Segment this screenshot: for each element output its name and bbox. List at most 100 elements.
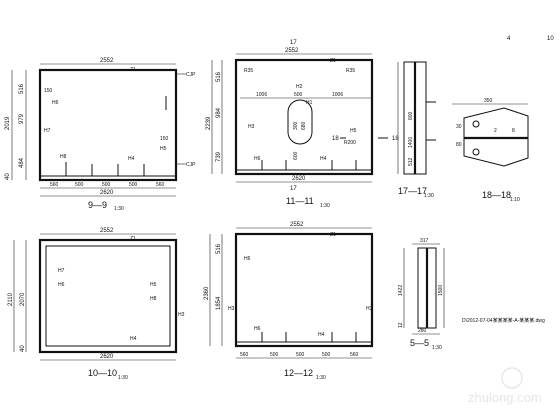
- v9-bot-4: 500: [129, 182, 138, 188]
- v11-h3: H3: [248, 124, 255, 130]
- v12-left-1: 516: [216, 243, 222, 254]
- zhulong-watermark: zhulong.com: [468, 367, 542, 405]
- v18-350: 350: [484, 98, 493, 104]
- v12-h6-a: H6: [244, 256, 251, 262]
- v5-scale: 1:30: [432, 345, 442, 351]
- v17-800: 800: [408, 111, 414, 120]
- v10-inner: [45, 245, 171, 347]
- v11-scale: 1:30: [320, 203, 330, 209]
- v11-outline: [234, 58, 374, 176]
- v11-r35-b: R35: [346, 68, 355, 74]
- sheet-number-a: 4: [507, 36, 511, 42]
- v11-h1: H1: [306, 100, 313, 106]
- v9-top-dim: 2552: [100, 58, 114, 64]
- v10-left-1: 2110: [8, 292, 14, 306]
- v10-h3: H3: [178, 312, 185, 318]
- v9-cjp-a: CJP: [186, 72, 196, 78]
- v9-150-b: 150: [160, 136, 169, 142]
- v12-bot-4: 500: [322, 352, 331, 358]
- v17-scale: 1:30: [424, 193, 434, 199]
- v17-512: 512: [408, 157, 414, 166]
- v9-left-dim-3: 2019: [5, 116, 11, 130]
- v11-cut-18-right: 18: [392, 136, 399, 142]
- v11-r35-a: R35: [244, 68, 253, 74]
- v10-title: 10—10: [88, 368, 117, 378]
- v9-150-a: 150: [44, 88, 53, 94]
- v12-h3-a: H3: [228, 306, 235, 312]
- section-5-5: 317 1422 1500 12 280 5—5 1:30: [398, 238, 445, 351]
- v10-scale: 1:30: [118, 375, 128, 381]
- v18-scale: 1:10: [510, 197, 520, 203]
- v11-h2: H2: [296, 84, 303, 90]
- v9-h5: H5: [160, 146, 167, 152]
- v10-left-2: 2070: [20, 292, 26, 306]
- v11-top-dim: 2552: [285, 48, 299, 54]
- v5-12: 12: [398, 322, 404, 328]
- v10-h5: H5: [150, 282, 157, 288]
- v18-2: 2: [494, 128, 497, 134]
- v12-title: 12—12: [284, 368, 313, 378]
- v12-left-3: 1854: [216, 296, 222, 310]
- v5-top: 317: [420, 238, 429, 244]
- v11-left-1: 516: [216, 71, 222, 82]
- v11-1006-a: 1006: [256, 92, 267, 98]
- v11-1006-b: 1006: [332, 92, 343, 98]
- section-11-11: 17 2552 Z1 R35 R35 516 2239 984 739 1006…: [206, 40, 399, 209]
- v12-bot-5: 560: [350, 352, 359, 358]
- v11-manhole-opening: [287, 99, 313, 145]
- v10-h7: H7: [58, 268, 65, 274]
- v5-title: 5—5: [410, 338, 429, 348]
- section-18-18: 350 30 80 2 8 18—18 1:10: [452, 98, 529, 203]
- v11-r200: R200: [344, 140, 356, 146]
- v9-cjp-b: CJP: [186, 162, 196, 168]
- section-12-12: 2552 Z1 516 2360 1854 H6 H3 H3 H6 H4 560…: [204, 222, 374, 381]
- section-10-10: 2552 Z1 2110 2070 40 H7 H6 H5 H8 H3 H4 2…: [8, 228, 185, 381]
- v9-bot-5: 560: [156, 182, 165, 188]
- v11-left-2: 2239: [206, 116, 212, 130]
- v18-plate: [463, 107, 529, 167]
- v10-bot-total: 2620: [100, 354, 114, 360]
- v9-title: 9—9: [88, 200, 107, 210]
- v9-h6: H6: [52, 100, 59, 106]
- section-17-17: 800 1400 512 17—17 1:30: [397, 61, 436, 199]
- v10-left-3: 40: [20, 345, 26, 352]
- v9-h4: H4: [128, 156, 135, 162]
- v11-left-4: 739: [216, 151, 222, 162]
- v11-bot-17: 17: [290, 186, 297, 192]
- v11-left-3: 984: [216, 107, 222, 118]
- v10-top-dim: 2552: [100, 228, 114, 234]
- v12-top-dim: 2552: [290, 222, 304, 228]
- v18-title: 18—18: [482, 190, 511, 200]
- v5-280: 280: [418, 328, 427, 334]
- v9-h8: H8: [60, 154, 67, 160]
- v11-title: 11—11: [286, 196, 314, 206]
- v18-30: 30: [456, 124, 462, 130]
- v11-500: 500: [294, 92, 303, 98]
- v10-h6: H6: [58, 282, 65, 288]
- v12-left-2: 2360: [204, 286, 210, 300]
- v9-left-dim-1: 516: [19, 83, 25, 94]
- v12-bot-2: 500: [270, 352, 279, 358]
- section-9-9: 2552 Z1 516 979 2019 484 40 150 H6 H7 H8…: [5, 58, 196, 212]
- v11-h5: H5: [350, 128, 357, 134]
- sheet-number-b: 10: [547, 36, 554, 42]
- v9-bot-total: 2620: [100, 190, 114, 196]
- v9-bot-1: 560: [50, 182, 59, 188]
- v11-600: 600: [293, 151, 299, 160]
- v12-h3-b: H3: [366, 306, 373, 312]
- v10-outline: [38, 238, 178, 354]
- v9-scale: 1:30: [114, 206, 124, 212]
- v5-1500: 1500: [438, 285, 444, 296]
- drawing-note: D\2012-07-04某某某某-A-某某某.dwg: [462, 318, 545, 324]
- v11-cut-18-left: 18: [332, 136, 339, 142]
- v12-h6-b: H6: [254, 326, 261, 332]
- v11-h6: H6: [254, 156, 261, 162]
- v11-h4: H4: [320, 156, 327, 162]
- v10-h8: H8: [150, 296, 157, 302]
- v12-h4: H4: [318, 332, 325, 338]
- v9-left-dim-2: 979: [19, 113, 25, 124]
- v9-bot-3: 500: [102, 182, 111, 188]
- svg-text:zhulong.com: zhulong.com: [468, 390, 542, 405]
- v9-bot-2: 500: [75, 182, 84, 188]
